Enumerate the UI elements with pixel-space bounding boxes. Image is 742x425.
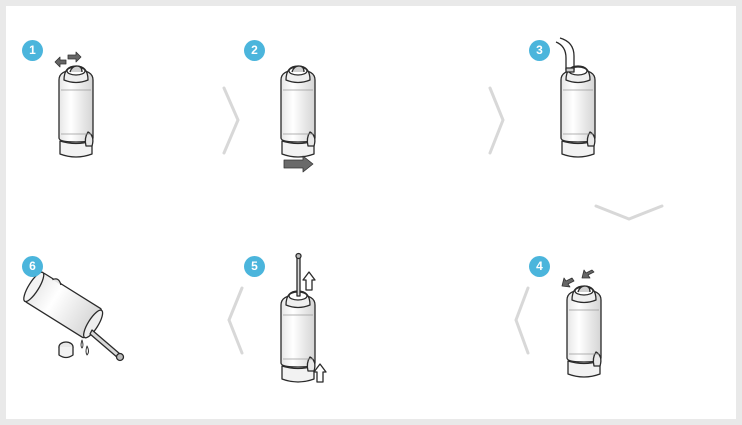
step-badge-4: 4	[529, 256, 550, 277]
step-number: 2	[251, 43, 258, 57]
chevron-right-icon	[488, 86, 505, 155]
step-badge-2: 2	[244, 40, 265, 61]
step-number: 4	[536, 259, 543, 273]
step-1-illustration	[54, 51, 94, 158]
step-badge-1: 1	[22, 40, 43, 61]
step-5-illustration	[280, 252, 327, 383]
flow-chevrons	[222, 86, 664, 355]
step-badge-5: 5	[244, 256, 265, 277]
chevron-right-icon	[222, 86, 240, 155]
step-number: 6	[29, 259, 36, 273]
step-badge-6: 6	[22, 256, 43, 277]
step-3-illustration	[555, 37, 596, 158]
step-number: 1	[29, 43, 36, 57]
step-number: 3	[536, 43, 543, 57]
chevron-left-icon	[227, 286, 244, 355]
step-6-illustration	[23, 271, 125, 362]
step-4-illustration	[561, 269, 602, 378]
chevron-down-icon	[594, 204, 664, 221]
step-number: 5	[251, 259, 258, 273]
step-badge-3: 3	[529, 40, 550, 61]
chevron-left-icon	[514, 286, 530, 355]
step-2-illustration	[280, 65, 316, 173]
